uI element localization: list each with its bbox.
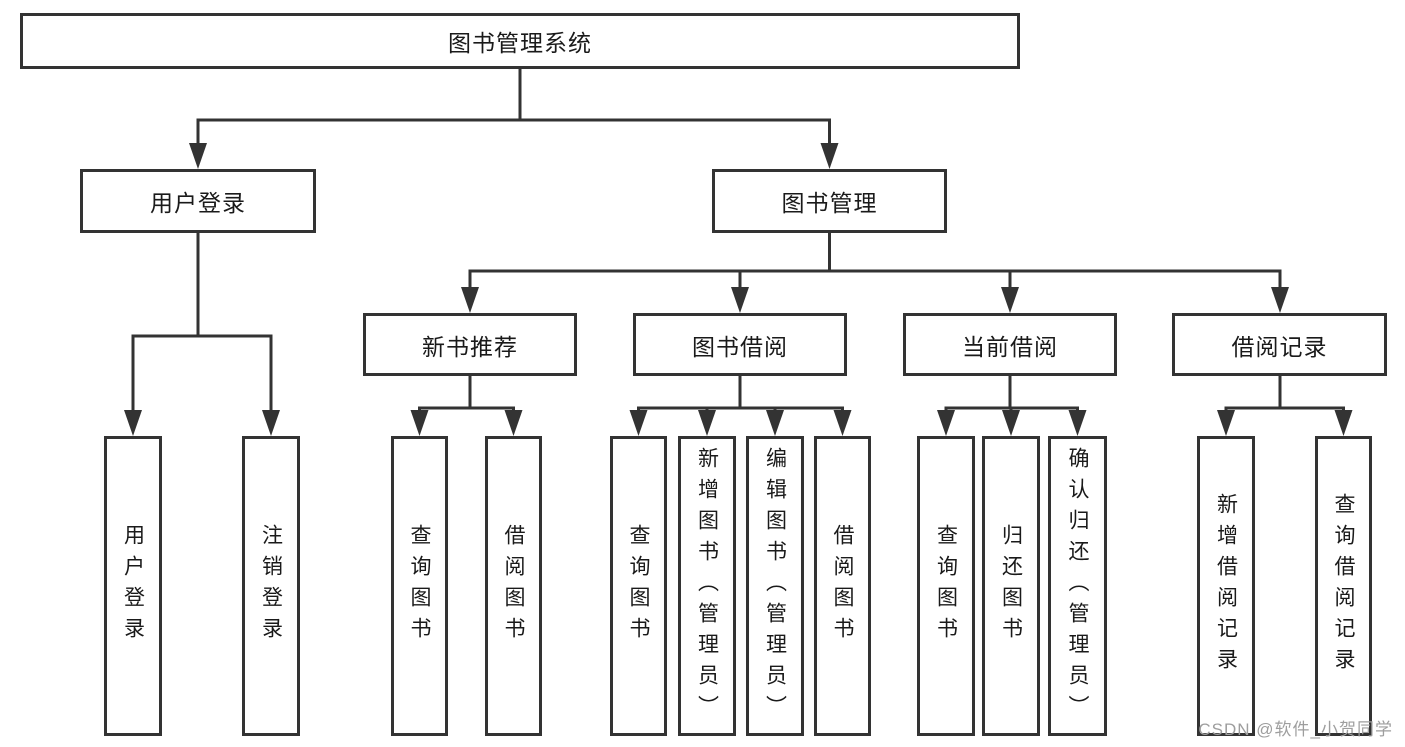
edge-bookmgmt-to-level3 (468, 233, 1282, 290)
arrowhead (629, 410, 648, 436)
leaf-logout: 注销登录 (242, 436, 300, 736)
leaf-borrow-edit-admin: 编辑图书（管理员） (746, 436, 804, 736)
leaf-label: 注销登录 (259, 524, 283, 648)
arrowhead (937, 410, 955, 436)
arrowhead (1217, 410, 1235, 436)
edge-records-to-leaves (1224, 376, 1345, 415)
leaf-label: 借阅图书 (831, 524, 854, 648)
edge-root-to-level2 (196, 69, 831, 146)
edge-newbooks-to-leaves (418, 376, 515, 415)
csdn-watermark: CSDN @软件_小贺同学 (1198, 720, 1393, 739)
leaf-label: 查询图书 (934, 524, 958, 648)
leaf-label: 新增借阅记录 (1214, 493, 1238, 679)
connector-lines (131, 69, 1345, 415)
arrowhead (731, 287, 749, 313)
arrowhead (833, 410, 852, 436)
node-user-login: 用户登录 (80, 169, 316, 233)
leaf-record-add: 新增借阅记录 (1197, 436, 1255, 736)
leaf-record-query: 查询借阅记录 (1315, 436, 1372, 736)
leaf-user-login: 用户登录 (104, 436, 162, 736)
leaf-label: 查询借阅记录 (1332, 493, 1355, 679)
arrowhead (1334, 410, 1353, 436)
arrowhead (189, 143, 207, 169)
leaf-current-query: 查询图书 (917, 436, 975, 736)
leaf-label: 用户登录 (121, 524, 145, 648)
arrowhead (1001, 287, 1019, 313)
leaf-label: 归还图书 (999, 524, 1023, 648)
arrowhead (766, 410, 784, 436)
leaf-label: 新增图书（管理员） (695, 446, 719, 726)
arrowhead (124, 410, 142, 436)
leaf-borrow-add-admin: 新增图书（管理员） (678, 436, 736, 736)
edge-current-to-leaves (944, 376, 1079, 415)
arrowhead (698, 410, 716, 436)
leaf-label: 确认归还（管理员） (1066, 446, 1089, 726)
node-borrowing-records: 借阅记录 (1172, 313, 1387, 376)
node-current-borrowing: 当前借阅 (903, 313, 1117, 376)
arrowhead (461, 287, 479, 313)
leaf-label: 借阅图书 (502, 524, 525, 648)
leaf-label: 查询图书 (408, 524, 431, 648)
node-book-management: 图书管理 (712, 169, 947, 233)
leaf-borrow-query: 查询图书 (610, 436, 667, 736)
leaf-current-return: 归还图书 (982, 436, 1040, 736)
arrowhead (1068, 410, 1087, 436)
node-book-borrowing: 图书借阅 (633, 313, 847, 376)
leaf-label: 编辑图书（管理员） (763, 446, 787, 726)
leaf-borrow-book: 借阅图书 (814, 436, 871, 736)
node-new-book-recommend: 新书推荐 (363, 313, 577, 376)
arrowhead (1002, 410, 1020, 436)
leaf-label: 查询图书 (627, 524, 650, 648)
edge-userlogin-to-leaves (131, 233, 273, 412)
arrowhead (820, 143, 839, 169)
node-root-system: 图书管理系统 (20, 13, 1020, 69)
leaf-newbook-borrow: 借阅图书 (485, 436, 542, 736)
leaf-newbook-query: 查询图书 (391, 436, 448, 736)
arrowheads (124, 143, 1353, 436)
edge-borrowing-to-leaves (637, 376, 844, 415)
arrowhead (410, 410, 429, 436)
arrowhead (504, 410, 523, 436)
arrowhead (262, 410, 280, 436)
arrowhead (1271, 287, 1289, 313)
leaf-current-confirm-admin: 确认归还（管理员） (1048, 436, 1107, 736)
